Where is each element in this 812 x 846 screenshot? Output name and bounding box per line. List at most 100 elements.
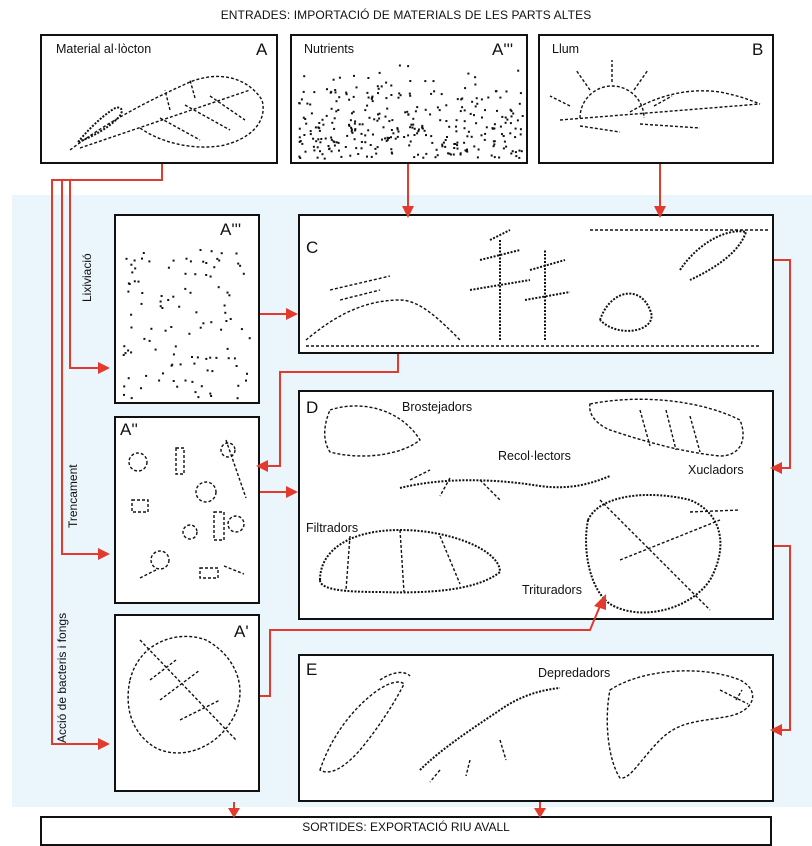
- dot: [356, 86, 358, 88]
- dot: [175, 345, 177, 347]
- dot: [326, 88, 328, 90]
- dot: [430, 93, 432, 95]
- dot: [325, 138, 327, 140]
- dot: [213, 266, 215, 268]
- dot: [131, 397, 133, 399]
- dot: [237, 263, 239, 265]
- dot: [371, 98, 373, 100]
- dot: [372, 100, 374, 102]
- dot: [190, 260, 192, 262]
- dot: [348, 125, 350, 127]
- dot: [465, 150, 467, 152]
- dot: [354, 123, 356, 125]
- dot: [228, 357, 230, 359]
- dot: [467, 73, 469, 75]
- dot: [158, 380, 160, 382]
- dot: [205, 358, 207, 360]
- dot: [398, 92, 400, 94]
- dot: [412, 124, 414, 126]
- dot: [200, 327, 202, 329]
- dot: [236, 253, 238, 255]
- dot: [176, 386, 178, 388]
- dot: [168, 267, 170, 269]
- dot: [227, 348, 229, 350]
- dot: [377, 113, 379, 115]
- dot: [299, 102, 301, 104]
- dot: [425, 109, 427, 111]
- dot: [319, 130, 321, 132]
- dot: [207, 369, 209, 371]
- dot: [331, 108, 333, 110]
- dot: [460, 98, 462, 100]
- dot: [397, 128, 399, 130]
- dot: [491, 155, 493, 157]
- dot: [236, 365, 238, 367]
- dot: [303, 91, 305, 93]
- dot: [392, 132, 394, 134]
- dot: [519, 103, 521, 105]
- dot: [141, 258, 143, 260]
- dot: [484, 133, 486, 135]
- dot: [409, 80, 411, 82]
- dot: [446, 136, 448, 138]
- dot: [456, 119, 458, 121]
- dot: [336, 141, 338, 143]
- dot: [195, 391, 197, 393]
- dot: [473, 114, 475, 116]
- dot: [348, 99, 350, 101]
- dot: [249, 337, 251, 339]
- dot: [130, 314, 132, 316]
- dot: [301, 143, 303, 145]
- dot: [359, 123, 361, 125]
- dot: [374, 148, 376, 150]
- dot: [172, 296, 174, 298]
- dot: [463, 142, 465, 144]
- dot: [512, 150, 514, 152]
- dot: [515, 151, 517, 153]
- dot: [165, 330, 167, 332]
- dot: [173, 260, 175, 262]
- dot: [417, 154, 419, 156]
- dot: [309, 104, 311, 106]
- dot: [141, 303, 143, 305]
- dot: [385, 116, 387, 118]
- dot: [515, 155, 517, 157]
- dot: [520, 92, 522, 94]
- dot: [430, 135, 432, 137]
- dot: [381, 85, 383, 87]
- dot: [173, 380, 175, 382]
- dot: [184, 288, 186, 290]
- dot: [131, 271, 133, 273]
- dot: [143, 338, 145, 340]
- dot: [375, 153, 377, 155]
- dot: [195, 311, 197, 313]
- dot: [224, 305, 226, 307]
- dot: [385, 82, 387, 84]
- dot: [334, 117, 336, 119]
- dot: [311, 112, 313, 114]
- dot: [178, 306, 180, 308]
- dot: [318, 122, 320, 124]
- dot: [517, 119, 519, 121]
- dot: [353, 75, 355, 77]
- dot: [409, 126, 411, 128]
- dot: [409, 95, 411, 97]
- dot: [161, 295, 163, 297]
- dot: [138, 281, 140, 283]
- dot: [127, 291, 129, 293]
- dot: [416, 106, 418, 108]
- dot: [471, 136, 473, 138]
- dot: [149, 340, 151, 342]
- dot: [191, 381, 193, 383]
- dot: [388, 120, 390, 122]
- dot: [421, 127, 423, 129]
- dot: [322, 153, 324, 155]
- dot: [317, 126, 319, 128]
- dot: [447, 152, 449, 154]
- dot: [167, 299, 169, 301]
- dot: [335, 91, 337, 93]
- dot: [202, 322, 204, 324]
- dot: [361, 141, 363, 143]
- dot: [239, 265, 241, 267]
- dot: [514, 136, 516, 138]
